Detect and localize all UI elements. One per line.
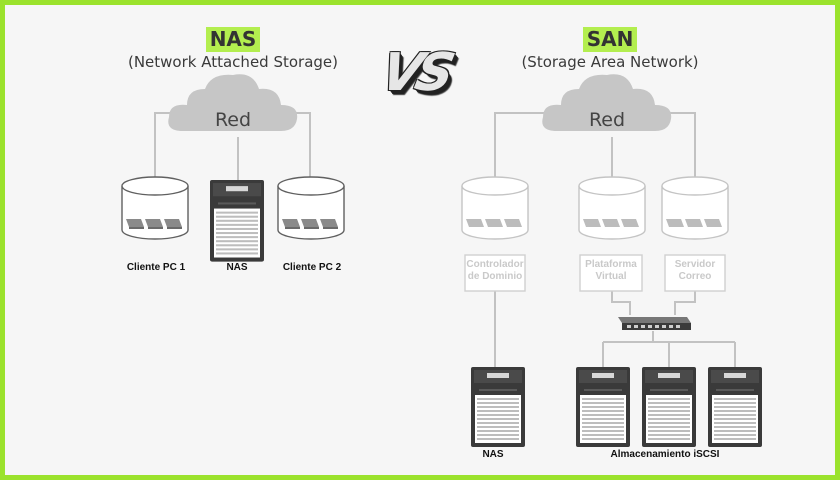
virtual-platform-storage — [578, 176, 646, 240]
domain-controller-label: Controlador de Dominio — [466, 259, 524, 282]
client-pc2-label: Cliente PC 2 — [282, 262, 342, 273]
iscsi-storage-1 — [576, 367, 630, 447]
nas-device-left — [210, 180, 264, 262]
client-pc2-storage — [277, 176, 345, 240]
nas-title: NAS — [205, 27, 261, 52]
nas-header: NAS (Network Attached Storage) — [117, 27, 349, 71]
mail-server-storage — [661, 176, 729, 240]
san-network-lines — [494, 112, 736, 369]
mail-server-box — [664, 254, 726, 292]
virtual-platform-label: Plataforma Virtual — [585, 259, 637, 282]
domain-controller-storage — [461, 176, 529, 240]
domain-controller-box — [464, 254, 526, 292]
mail-server-label: Servidor Correo — [674, 259, 716, 282]
iscsi-storage-3 — [708, 367, 762, 447]
nas-left-label: NAS — [226, 262, 248, 273]
virtual-platform-box — [579, 254, 643, 292]
nas-subtitle: (Network Attached Storage) — [127, 53, 338, 71]
diagram-canvas: Red Red — [121, 74, 762, 447]
nas-right-label: NAS — [482, 449, 504, 460]
iscsi-storage-2 — [642, 367, 696, 447]
network-switch — [618, 317, 691, 330]
vs-logo: VS — [375, 43, 455, 103]
client-pc1-label: Cliente PC 1 — [126, 262, 186, 273]
client-pc1-storage — [121, 176, 189, 240]
iscsi-storage-label: Almacenamiento iSCSI — [610, 449, 720, 460]
left-cloud-label: Red — [215, 109, 251, 131]
san-subtitle: (Storage Area Network) — [521, 53, 699, 71]
right-cloud-label: Red — [589, 109, 625, 131]
nas-network-lines — [154, 112, 311, 181]
san-header: SAN (Storage Area Network) — [505, 27, 715, 71]
nas-device-right — [471, 367, 525, 447]
san-title: SAN — [582, 27, 638, 52]
